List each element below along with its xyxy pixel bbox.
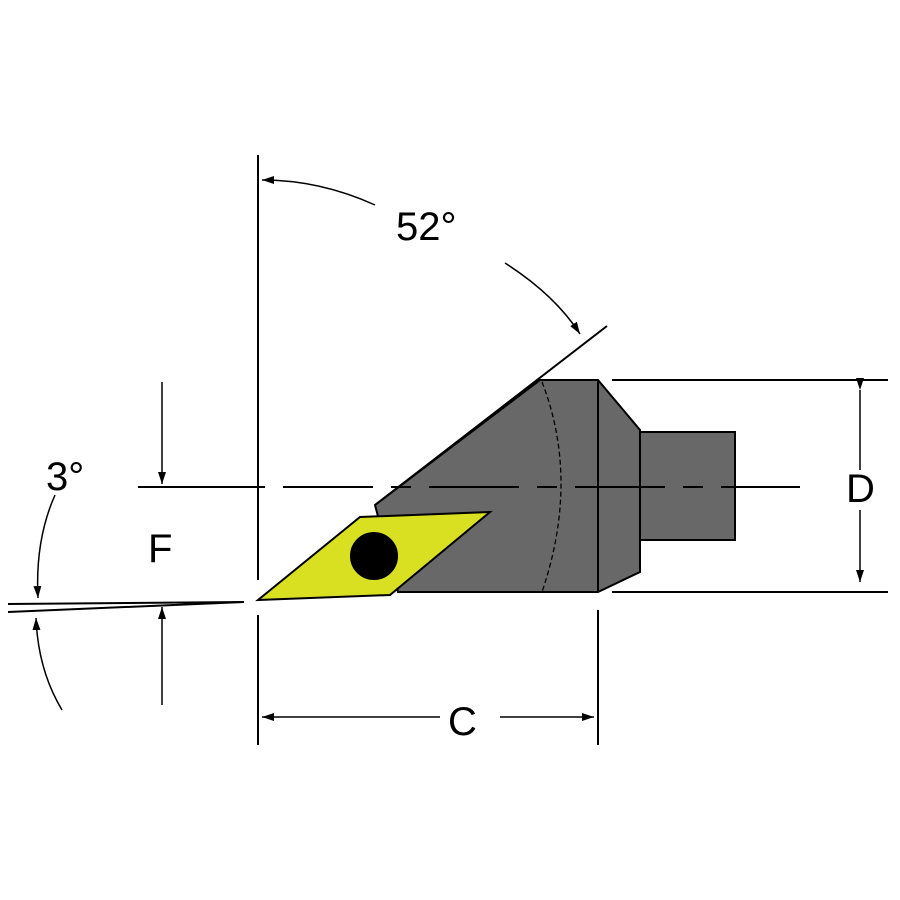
dim-f-label: F (148, 527, 172, 571)
body-arc (541, 381, 562, 593)
dim-d-label: D (846, 467, 875, 511)
dim-c-label: C (448, 700, 477, 744)
angle-52-label: 52° (396, 205, 457, 249)
angle-3-label: 3° (46, 455, 84, 499)
insert-hole (350, 532, 398, 580)
